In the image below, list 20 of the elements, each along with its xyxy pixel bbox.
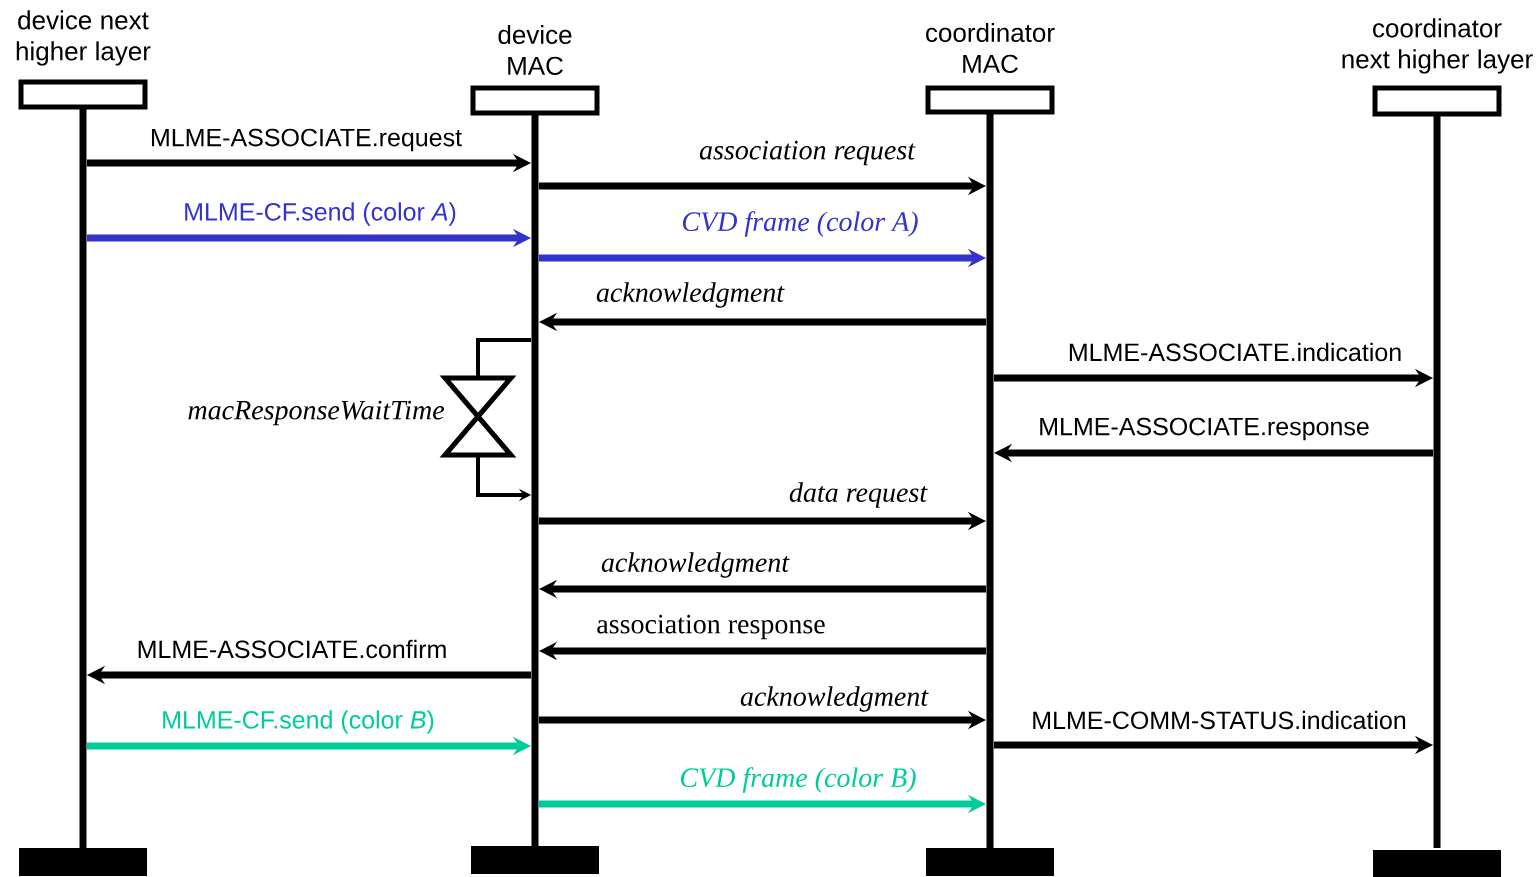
message-label: MLME-ASSOCIATE.confirm bbox=[134, 637, 450, 661]
message-label: MLME-ASSOCIATE.request bbox=[147, 126, 465, 154]
message-label: MLME-CF.send (color B) bbox=[159, 708, 437, 736]
message-label: MLME-CF.send (color A) bbox=[181, 200, 459, 228]
message-label: MLME-ASSOCIATE.response bbox=[1036, 415, 1372, 443]
message-label: CVD frame (color B) bbox=[677, 765, 919, 795]
message-label: acknowledgment bbox=[593, 280, 787, 310]
lifeline-heading: device next higher layer bbox=[16, 10, 151, 66]
message-label: acknowledgment bbox=[598, 550, 792, 580]
message-label: MLME-ASSOCIATE.indication bbox=[1065, 340, 1405, 364]
message-label: data request bbox=[786, 480, 930, 510]
message-label: MLME-COMM-STATUS.indication bbox=[1029, 708, 1409, 732]
lifeline-heading: coordinator next higher layer bbox=[1342, 18, 1533, 74]
lifeline-heading: device MAC bbox=[498, 24, 572, 76]
message-label: association request bbox=[697, 138, 917, 168]
message-label: CVD frame (color A) bbox=[679, 209, 921, 239]
lifeline-heading: coordinator MAC bbox=[926, 22, 1055, 74]
message-label: acknowledgment bbox=[737, 684, 931, 714]
message-label: association response bbox=[594, 612, 828, 642]
message-label: macResponseWaitTime bbox=[185, 398, 447, 428]
